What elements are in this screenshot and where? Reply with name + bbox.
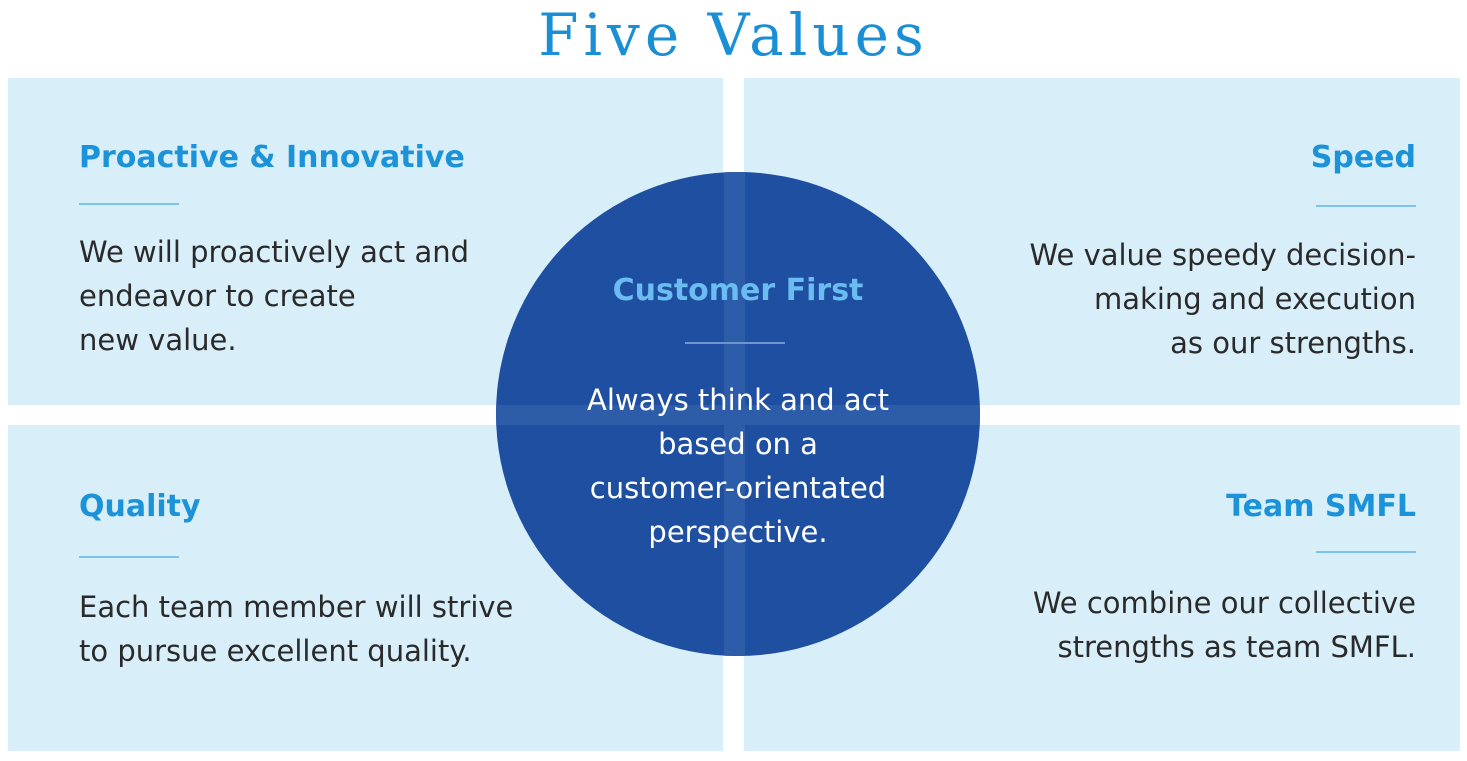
value-title: Proactive & Innovative <box>79 140 465 175</box>
value-divider <box>1316 205 1416 207</box>
value-description: Each team member will strive to pursue e… <box>79 590 514 668</box>
value-description: We will proactively act and endeavor to … <box>79 235 470 357</box>
value-description: We combine our collective strengths as t… <box>1032 586 1416 664</box>
circle-divider-horizontal <box>496 405 980 425</box>
page-title: Five Values <box>538 1 929 69</box>
circle-title: Customer First <box>612 273 864 308</box>
value-divider <box>79 203 179 205</box>
value-title: Quality <box>79 489 201 524</box>
value-title: Team SMFL <box>1226 489 1416 524</box>
value-divider <box>79 556 179 558</box>
value-divider <box>1316 551 1416 553</box>
circle-divider <box>685 342 785 344</box>
value-title: Speed <box>1310 140 1416 175</box>
value-description: We value speedy decision- making and exe… <box>1029 238 1416 360</box>
customer-first-circle: Customer First Always think and act base… <box>496 172 980 656</box>
circle-description: Always think and act based on a customer… <box>587 383 889 549</box>
